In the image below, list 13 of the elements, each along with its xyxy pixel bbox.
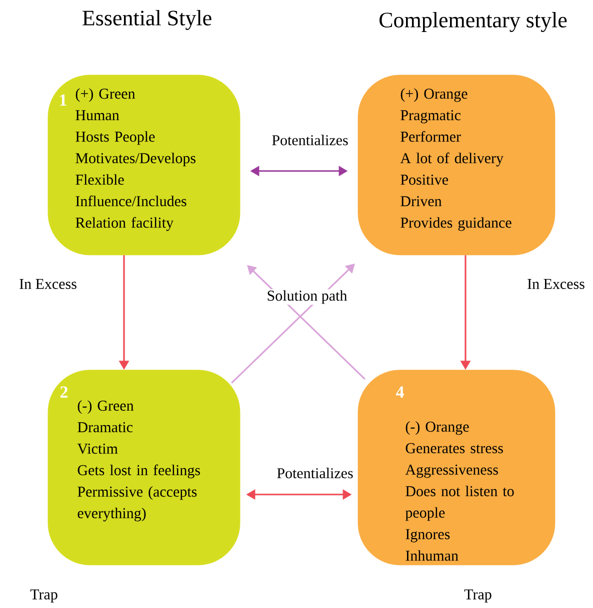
text-label: Trap — [464, 590, 492, 603]
edge-label: Potentializes — [277, 468, 353, 478]
text-label: Trap — [30, 590, 58, 603]
heading: Complementary style — [380, 12, 567, 32]
rounded-box: 4 (-) Orange Generates stress Aggressiveness Does not listen to people Ignores Inhuman — [358, 370, 556, 566]
edge-label: In Excess — [20, 279, 76, 289]
edge-label: In Excess — [528, 279, 584, 289]
heading: Essential Style — [82, 10, 212, 30]
rounded-box: 2 (-) Green Dramatic Victim Gets lost in feelings Permissive (accepts everything) — [48, 370, 240, 566]
rounded-box: 1 (+) Green Human Hosts People Motivates/Develops Flexible Influence/Includes Relation facility — [48, 74, 240, 256]
text-label: Solution path — [268, 290, 347, 304]
rounded-box: (+) Orange Pragmatic Performer A lot of delivery Positive Driven Provides guidance — [358, 74, 556, 256]
edge-label: Potentializes — [272, 134, 348, 146]
